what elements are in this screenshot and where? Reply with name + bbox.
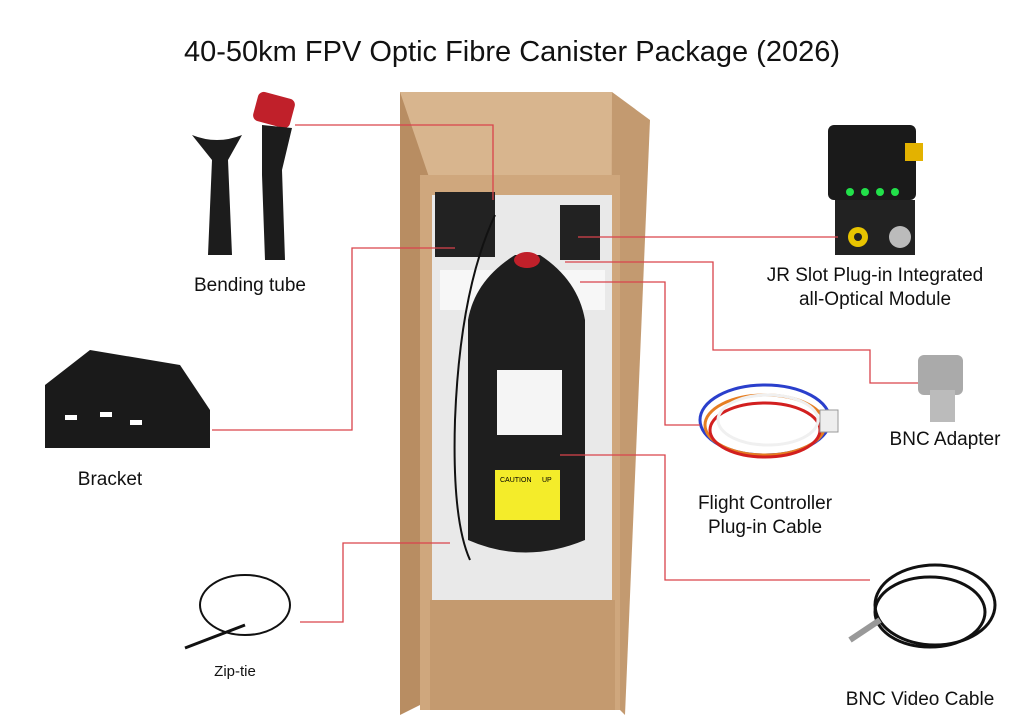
label-fc-cable: Flight Controller Plug-in Cable: [680, 492, 850, 540]
flight-controller-cable-product: [698, 383, 839, 459]
label-bnc-adapter: BNC Adapter: [889, 429, 1001, 450]
label-bending-tube: Bending tube: [194, 275, 306, 296]
leader-bnc-video-cable: [560, 454, 870, 581]
bracket-product: [45, 350, 210, 448]
bending-tube-product: [192, 91, 295, 260]
label-zip-tie: Zip-tie: [214, 663, 256, 680]
leader-bracket: [212, 247, 455, 431]
bnc-video-cable-product: [848, 563, 997, 649]
label-bnc-video-cable: BNC Video Cable: [845, 689, 995, 710]
leader-lines: [212, 124, 918, 623]
leader-bending-tube: [295, 124, 494, 200]
canister-up-text: UP: [542, 477, 552, 484]
label-fc-cable-line1: Flight Controller: [697, 493, 833, 514]
zip-tie-product: [184, 574, 291, 650]
canister: CAUTION UP: [468, 252, 585, 553]
leader-zip-tie: [300, 542, 450, 623]
canister-caution-text: CAUTION: [500, 477, 532, 484]
leader-fc-cable: [580, 281, 700, 426]
label-fc-cable-line2: Plug-in Cable: [707, 517, 823, 538]
label-jr-module: JR Slot Plug-in Integrated all-Optical M…: [745, 264, 1005, 312]
label-jr-module-line1: JR Slot Plug-in Integrated: [766, 265, 984, 286]
leader-bnc-adapter: [565, 261, 918, 384]
label-jr-module-line2: all-Optical Module: [798, 289, 952, 310]
page-title: 40-50km FPV Optic Fibre Canister Package…: [184, 36, 840, 68]
module-in-box: [560, 205, 600, 260]
jr-module-product: [828, 125, 923, 255]
label-bracket: Bracket: [77, 469, 143, 490]
fibre-cable: [453, 214, 496, 561]
bending-tube-in-box: [435, 192, 495, 257]
bnc-adapter-product: [918, 355, 963, 422]
